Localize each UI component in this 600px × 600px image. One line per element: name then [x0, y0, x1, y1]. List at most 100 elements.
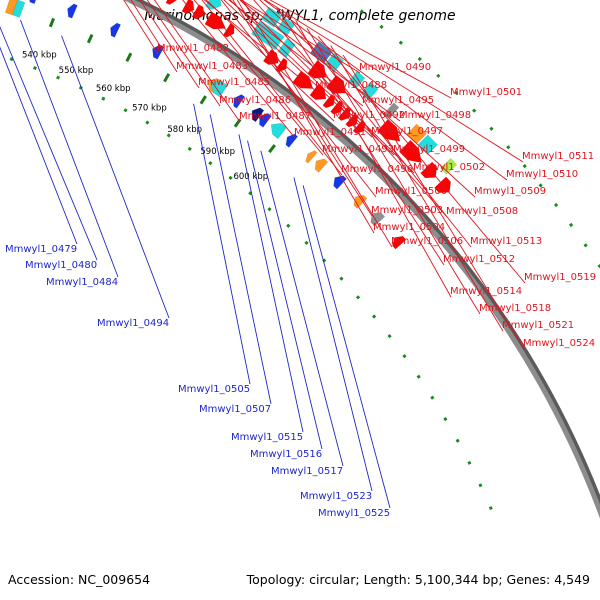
- forward-leader-line: [232, 0, 373, 217]
- forward-leader-line: [264, 0, 524, 163]
- forward-leader-line: [330, 45, 504, 332]
- forward-gene-label: Mmwyl1_0487: [239, 111, 311, 122]
- forward-gene-label: Mmwyl1_0511: [522, 151, 594, 162]
- reverse-gene-label: Mmwyl1_0505: [178, 384, 250, 395]
- kbp-tick: [86, 33, 94, 44]
- forward-cds-arrow: [204, 11, 226, 30]
- reverse-gene-label: Mmwyl1_0515: [231, 432, 303, 443]
- forward-leader-line: [253, 0, 448, 218]
- forward-leader-line: [259, 0, 476, 198]
- forward-leader-line: [139, 0, 200, 89]
- forward-gene-ring2: [398, 139, 422, 164]
- reverse-cds-arrow: [305, 150, 318, 164]
- kbp-tick-label: 550 kbp: [59, 66, 94, 76]
- reverse-leader-line: [293, 177, 373, 492]
- reverse-leader-line: [238, 134, 304, 433]
- forward-leader-line: [269, 0, 452, 99]
- kbp-tick-label: 580 kbp: [167, 125, 202, 135]
- forward-gene-label: Mmwyl1_0521: [502, 320, 574, 331]
- forward-cds-arrow: [322, 93, 336, 109]
- reverse-gene-label: Mmwyl1_0480: [25, 260, 97, 271]
- forward-leader-line: [236, 0, 375, 234]
- kbp-tick-label: 560 kbp: [96, 84, 131, 94]
- forward-gene-label: Mmwyl1_0491: [294, 127, 366, 138]
- reverse-gene-label: Mmwyl1_0494: [97, 318, 169, 329]
- forward-leader-line: [201, 0, 343, 176]
- forward-gene-ring3: [383, 102, 400, 119]
- forward-gene-label: Mmwyl1_0509: [474, 186, 546, 197]
- forward-gene-label: Mmwyl1_0483: [176, 61, 248, 72]
- reverse-gene-label: Mmwyl1_0484: [46, 277, 118, 288]
- forward-gene-label: Mmwyl1_0499: [393, 144, 465, 155]
- accession-label: Accession: NC_009654: [8, 572, 151, 587]
- reverse-gene-ring2: [12, 0, 26, 18]
- forward-gene-label: Mmwyl1_0513: [470, 236, 542, 247]
- forward-leader-line: [242, 0, 393, 248]
- forward-leader-line: [220, 0, 377, 198]
- forward-leader-line: [229, 0, 395, 156]
- reverse-leader-line: [19, 19, 119, 278]
- forward-leader-line: [123, 0, 159, 55]
- reverse-cds-arrow: [353, 194, 368, 209]
- forward-gene-label: Mmwyl1_0510: [506, 169, 578, 180]
- forward-leader-line: [342, 54, 525, 350]
- kbp-tick: [199, 95, 207, 105]
- reverse-cds-arrow: [233, 94, 246, 109]
- kbp-tick: [125, 52, 133, 62]
- reverse-leader-line: [0, 46, 78, 245]
- genome-summary: Topology: circular; Length: 5,100,344 bp…: [246, 572, 590, 587]
- forward-gene-label: Mmwyl1_0498: [399, 110, 471, 121]
- forward-leader-line: [182, 0, 296, 139]
- forward-leader-line: [146, 0, 221, 107]
- forward-gene-label: Mmwyl1_0506: [391, 236, 463, 247]
- forward-gene-label: Mmwyl1_0492: [333, 110, 405, 121]
- reverse-cds-arrow: [259, 112, 272, 128]
- reverse-cds-arrow: [29, 0, 37, 5]
- forward-leader-line: [239, 0, 415, 174]
- forward-gene-label: Mmwyl1_0524: [523, 338, 595, 349]
- forward-gene-label: Mmwyl1_0482: [157, 43, 229, 54]
- reverse-cds-arrow: [152, 44, 165, 60]
- reverse-leader-line: [61, 35, 170, 319]
- forward-leader-line: [130, 0, 178, 73]
- reverse-gene-label: Mmwyl1_0479: [5, 244, 77, 255]
- backbone-shadow: [128, 0, 600, 512]
- reverse-cds-arrow: [270, 122, 288, 140]
- reverse-gene-label: Mmwyl1_0517: [271, 466, 343, 477]
- forward-gene-label: Mmwyl1_0488: [315, 80, 387, 91]
- forward-gene-label: Mmwyl1_0503: [371, 205, 443, 216]
- reverse-leader-line: [209, 114, 272, 405]
- reverse-cds-arrow: [67, 3, 78, 19]
- forward-leader-line: [317, 36, 526, 284]
- kbp-tick: [48, 17, 55, 28]
- reverse-cds-arrow: [251, 107, 265, 123]
- forward-gene-label: Mmwyl1_0504: [373, 222, 445, 233]
- forward-leader-line: [285, 13, 472, 248]
- reverse-gene-label: Mmwyl1_0525: [318, 508, 390, 519]
- kbp-tick: [268, 144, 276, 154]
- reverse-cds-arrow: [314, 158, 329, 173]
- forward-gene-label: Mmwyl1_0496: [341, 164, 413, 175]
- forward-gene-label: Mmwyl1_0514: [450, 286, 522, 297]
- forward-gene-label: Mmwyl1_0512: [443, 254, 515, 265]
- forward-cds-arrow: [165, 0, 177, 5]
- reverse-cds-arrow: [392, 235, 407, 250]
- forward-gene-ring2: [205, 0, 222, 10]
- reverse-gene-label: Mmwyl1_0523: [300, 491, 372, 502]
- reverse-cds-arrow: [370, 212, 386, 227]
- reverse-cds-arrow: [333, 175, 347, 190]
- forward-gene-label: Mmwyl1_0518: [479, 303, 551, 314]
- forward-gene-label: Mmwyl1_0500: [375, 186, 447, 197]
- reverse-gene-label: Mmwyl1_0507: [199, 404, 271, 415]
- reverse-cds-arrow: [210, 80, 229, 98]
- reverse-leader-line: [302, 185, 391, 509]
- outer-dotted-track: [343, 0, 600, 270]
- forward-gene-label: Mmwyl1_0508: [446, 206, 518, 217]
- reverse-leader-line: [247, 140, 323, 450]
- reverse-gene-label: Mmwyl1_0516: [250, 449, 322, 460]
- forward-gene-label: Mmwyl1_0502: [413, 162, 485, 173]
- kbp-tick-label: 570 kbp: [132, 104, 167, 114]
- reverse-leader-line: [193, 103, 251, 385]
- forward-gene-label: Mmwyl1_0485: [198, 77, 270, 88]
